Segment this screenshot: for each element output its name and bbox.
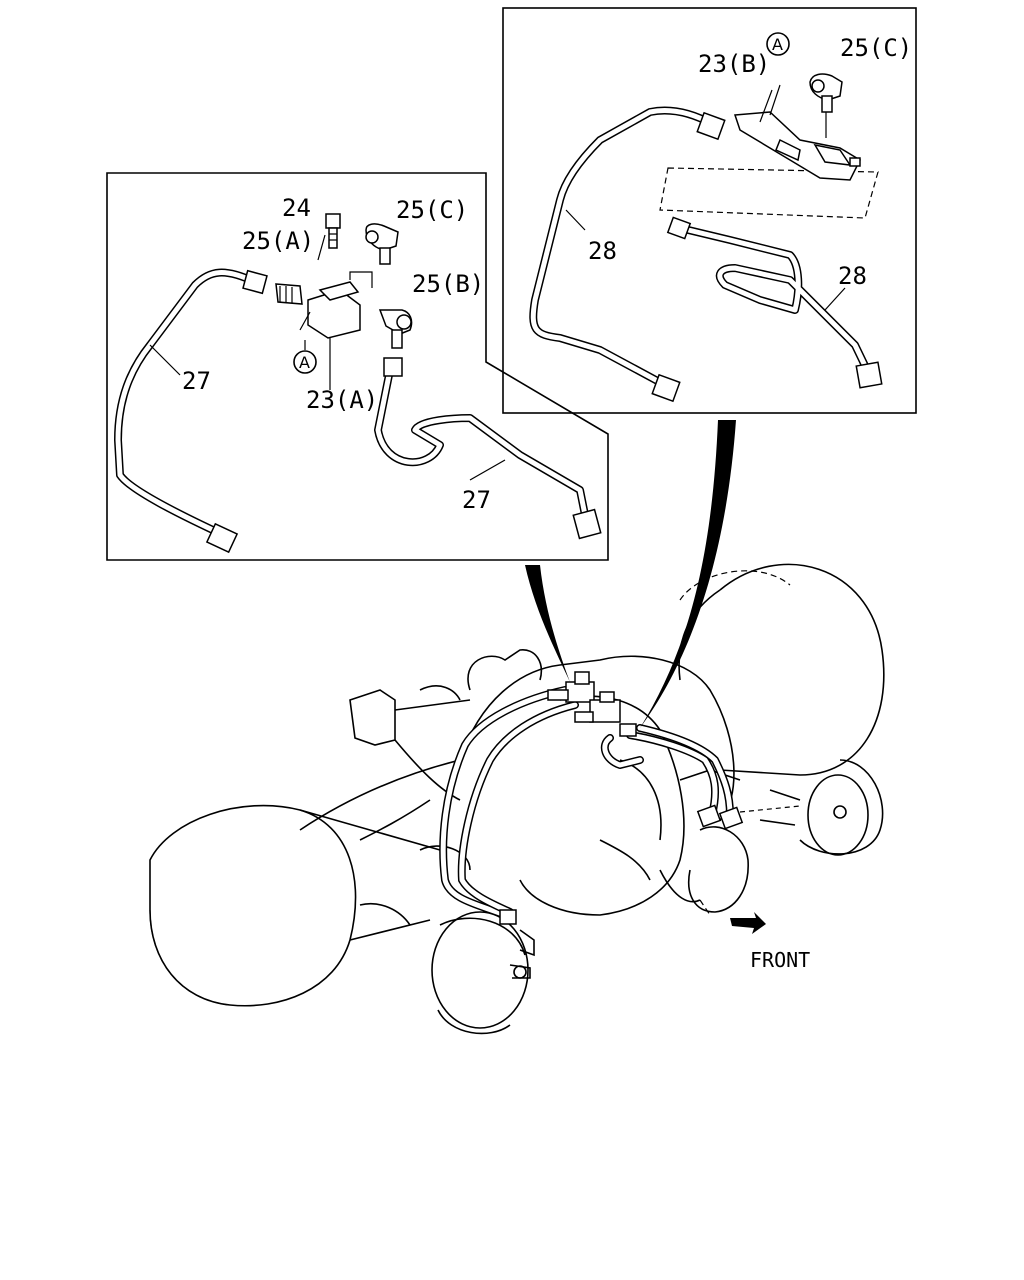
callout-24: 24 [282, 194, 311, 222]
callout-28-left: 28 [588, 237, 617, 265]
right-inset-leader [640, 420, 736, 728]
right-inset-frame [502, 7, 917, 414]
axle-housing [299, 649, 749, 916]
left-inset-frame [106, 172, 609, 561]
callout-25a: 25(A) [242, 227, 314, 255]
left-inset-leader [525, 565, 570, 682]
callout-28-right: 28 [838, 262, 867, 290]
callout-25c-right: 25(C) [840, 34, 912, 62]
rear-axle-assembly [149, 420, 885, 1035]
arrow-right-icon [730, 912, 766, 934]
callout-25b: 25(B) [412, 270, 484, 298]
callout-23b: 23(B) [698, 50, 770, 78]
left-junction-block [275, 213, 413, 390]
callout-27-upper: 27 [182, 367, 211, 395]
callout-25c-left: 25(C) [396, 196, 468, 224]
front-label: FRONT [750, 948, 810, 972]
left-inset [106, 172, 609, 561]
axle-junction-blocks [547, 671, 637, 737]
right-junction-block [733, 32, 861, 181]
front-direction-indicator: FRONT [730, 912, 810, 972]
right-inset [502, 7, 917, 414]
circle-a-left: A [299, 353, 310, 372]
circle-a-right: A [772, 35, 783, 54]
left-brake-drum [149, 804, 535, 1035]
callout-27-lower: 27 [462, 486, 491, 514]
axle-brake-pipes [439, 686, 801, 925]
right-brake-drum [678, 563, 885, 856]
callout-23a: 23(A) [306, 386, 378, 414]
